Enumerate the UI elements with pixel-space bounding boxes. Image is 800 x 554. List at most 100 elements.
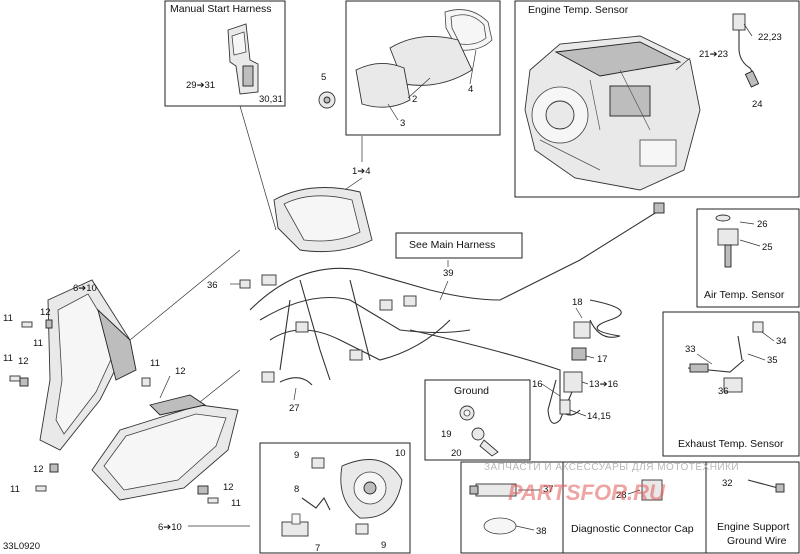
callout-12-e: 12 (223, 482, 234, 493)
callout-11-f: 11 (33, 338, 43, 349)
callout-12-b: 12 (18, 356, 29, 367)
callout-32: 32 (722, 478, 733, 489)
see-main-harness-panel: See Main Harness 39 (395, 232, 523, 301)
engine-support-ground-wire-title-line1: Engine Support (717, 521, 789, 533)
ground-title: Ground (454, 385, 489, 397)
harness-end-connector (653, 202, 665, 214)
harness-connector (379, 299, 393, 311)
callout-20: 20 (451, 448, 462, 459)
headlight-housing-left (39, 279, 137, 451)
callout-38: 38 (536, 526, 547, 537)
callout-39: 39 (443, 268, 454, 279)
harness-clip (279, 377, 313, 386)
see-main-harness-label: See Main Harness (409, 239, 495, 251)
callout-22-23: 22,23 (758, 32, 782, 43)
main-wiring-harness: 27 36 (207, 202, 665, 416)
harness-connector (239, 279, 251, 289)
callout-19: 19 (441, 429, 452, 440)
callout-27: 27 (289, 403, 300, 414)
callout-12-d: 12 (33, 464, 44, 475)
callout-14-15: 14,15 (587, 411, 611, 422)
harness-connector (261, 274, 277, 286)
tether-switch-assembly: 18 17 16 13➔16 14,15 (532, 297, 622, 424)
watermark-text: ЗАПЧАСТИ И АКСЕССУАРЫ ДЛЯ МОТОТЕХНИКИ (484, 462, 739, 473)
fuse-panel: 37 38 (460, 461, 564, 554)
diagnostic-connector-cap-title: Diagnostic Connector Cap (571, 523, 694, 535)
engine-support-ground-wire-title-line2: Ground Wire (727, 535, 787, 547)
exhaust-sensor-connector (723, 377, 743, 393)
callout-21-23: 21➔23 (699, 49, 728, 60)
gauge-back-cover (355, 63, 411, 108)
callout-13-16: 13➔16 (589, 379, 618, 390)
tether-switch (573, 321, 591, 339)
ground-terminal (479, 439, 499, 457)
manual-start-harness-panel: Manual Start Harness 29➔31 30,31 (164, 0, 286, 107)
exhaust-temp-sensor-panel: Exhaust Temp. Sensor 33 34 35 36 (662, 311, 800, 457)
gauge-cluster (273, 187, 373, 253)
callout-8: 8 (294, 484, 299, 495)
callout-12-a: 12 (40, 307, 51, 318)
callout-29-31: 29➔31 (186, 80, 215, 91)
air-temp-sensor-panel: Air Temp. Sensor 26 25 (696, 208, 800, 308)
manual-start-harness-title: Manual Start Harness (170, 3, 272, 15)
diagnostic-connector-cap-panel: 28 Diagnostic Connector Cap (562, 461, 707, 554)
headlight-bulbs-panel: 9 10 8 7 9 (259, 442, 411, 554)
engine-temp-sensor-title: Engine Temp. Sensor (528, 4, 629, 16)
diagram-code: 33L0920 (3, 541, 40, 552)
callout-34: 34 (776, 336, 787, 347)
callout-17: 17 (597, 354, 608, 365)
watermark-logo: PARTSFOR.RU (508, 480, 666, 505)
diagnostic-connector-cap (641, 479, 663, 501)
ground-washer (471, 427, 485, 441)
bulb-retaining-spring (301, 496, 331, 511)
position-bulb (355, 523, 369, 535)
ground-panel: Ground 19 20 (424, 379, 531, 461)
callout-2: 2 (412, 94, 417, 105)
callout-9-a: 9 (294, 450, 299, 461)
tether-switch-housing (563, 371, 583, 393)
callout-24: 24 (752, 99, 763, 110)
callout-3: 3 (400, 118, 405, 129)
callout-11-b: 11 (3, 353, 13, 364)
air-temp-sensor-title: Air Temp. Sensor (704, 289, 785, 301)
callout-11-c: 11 (150, 358, 160, 369)
callout-12-c: 12 (175, 366, 186, 377)
callout-35: 35 (767, 355, 778, 366)
callout-28: 28 (616, 490, 627, 501)
headlight-housing-right (91, 394, 239, 501)
engine-temp-sensor-probe (744, 70, 760, 88)
callout-7: 7 (315, 543, 320, 554)
callout-25: 25 (762, 242, 773, 253)
gauge-components-panel: 5 2 3 4 (318, 0, 501, 136)
exhaust-sensor-grommet (752, 321, 764, 333)
callout-11-a: 11 (3, 313, 13, 324)
air-temp-sensor-washer (715, 214, 731, 222)
callout-6-10-bottom: 6➔10 (158, 522, 182, 533)
callout-18: 18 (572, 297, 583, 308)
callout-11-d: 11 (10, 484, 20, 495)
ground-wire (747, 479, 779, 489)
callout-36-top: 36 (207, 280, 218, 291)
callout-36-exhaust: 36 (718, 386, 729, 397)
engine-temp-sensor-connector (732, 13, 746, 31)
callout-26: 26 (757, 219, 768, 230)
harness-connector (261, 371, 275, 383)
callout-9-b: 9 (381, 540, 386, 551)
harness-connector (403, 295, 417, 307)
harness-connector (349, 349, 363, 361)
tether-coil-cord (589, 299, 622, 338)
harness-connector (295, 321, 309, 333)
callout-33: 33 (685, 344, 696, 355)
callout-1-4: 1➔4 (352, 166, 371, 177)
callout-37: 37 (543, 484, 554, 495)
connector-seal-ring (483, 517, 517, 535)
callout-4: 4 (468, 84, 473, 95)
exhaust-temp-sensor-probe (689, 363, 709, 373)
callout-10: 10 (395, 448, 406, 459)
engine-support-ground-wire-panel: 32 Engine Support Ground Wire (705, 461, 800, 554)
callout-16: 16 (532, 379, 543, 390)
callout-30-31: 30,31 (259, 94, 283, 105)
callout-5: 5 (321, 72, 326, 83)
gauge-cluster-housing (389, 35, 473, 86)
